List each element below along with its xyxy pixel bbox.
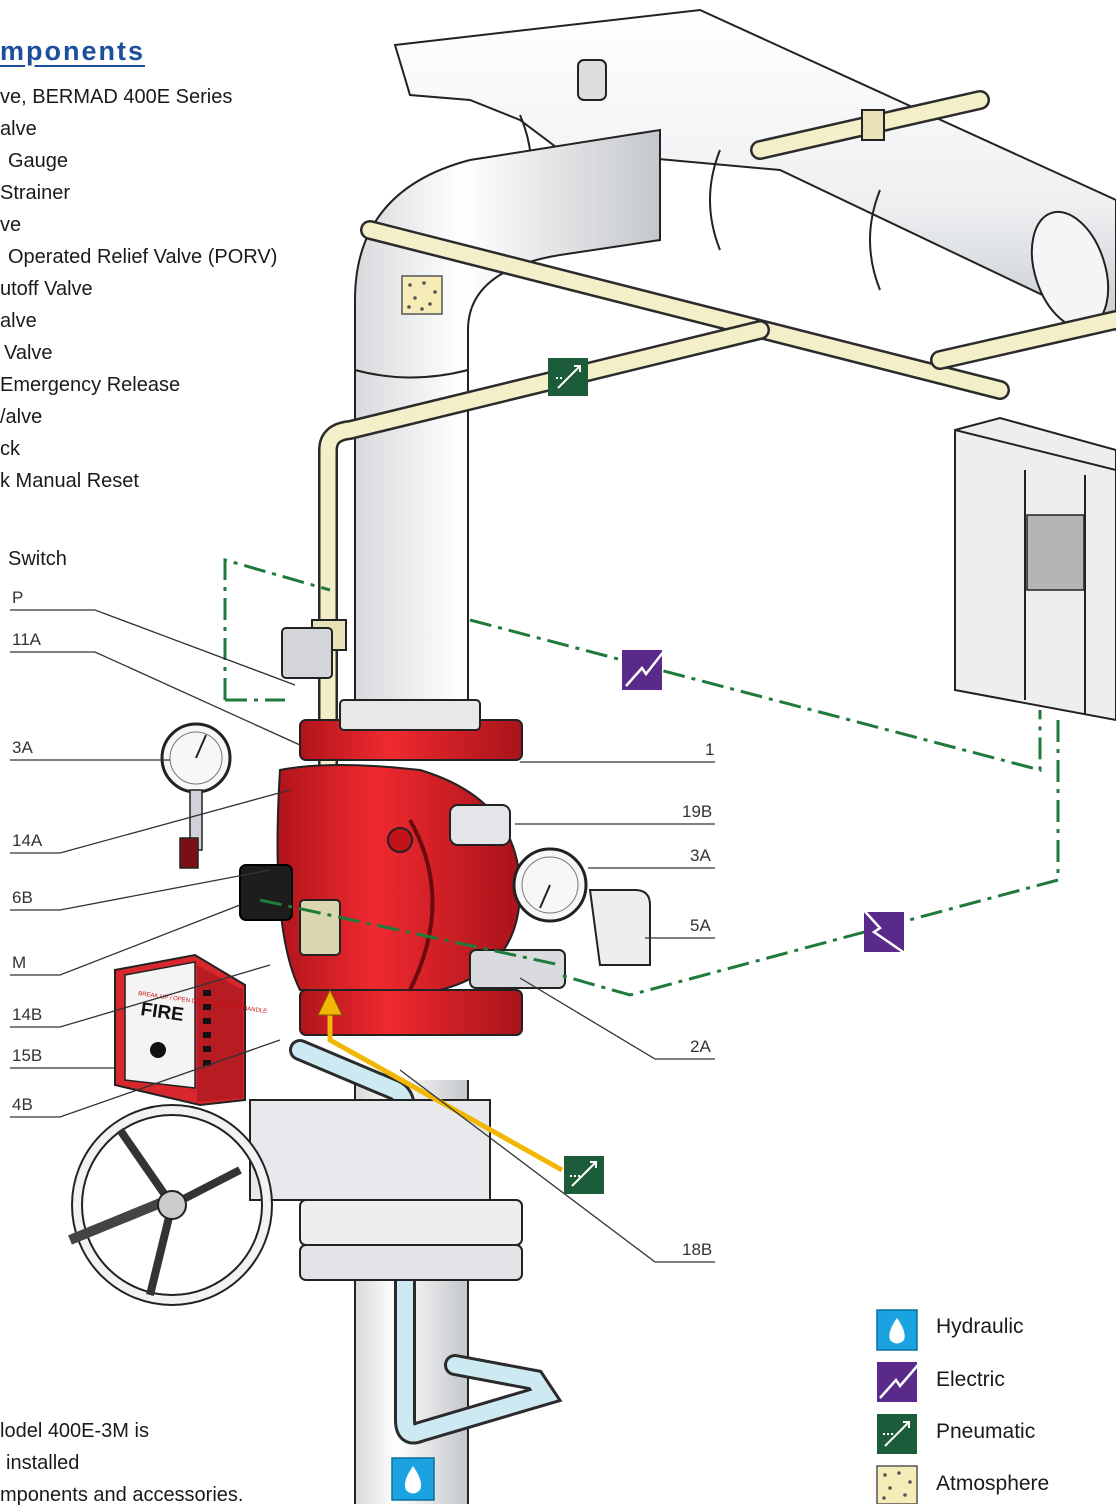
note-line: lodel 400E-3M is	[0, 1420, 149, 1442]
control-panel	[954, 416, 1116, 722]
components-heading: mponents	[0, 36, 146, 66]
component-item: utoff Valve	[0, 278, 93, 300]
cream-tubing	[311, 90, 1116, 970]
component-item: alve	[0, 310, 37, 332]
callout-label: 11A	[12, 630, 41, 649]
callout-label: 15B	[12, 1046, 43, 1065]
callout-label: P	[12, 588, 24, 607]
component-item: Operated Relief Valve (PORV)	[8, 246, 278, 268]
callout-label: 3A	[690, 846, 711, 865]
electric-badge-top	[622, 645, 669, 690]
component-item: Valve	[4, 342, 53, 364]
callout-label: 5A	[690, 916, 711, 935]
signal-lines	[223, 558, 1060, 997]
callout-label: 2A	[690, 1037, 711, 1056]
note-line: mponents and accessories.	[0, 1484, 244, 1506]
legend-icons	[876, 1309, 925, 1504]
pressure-gauge-right	[512, 847, 651, 966]
component-item: ve, BERMAD 400E Series	[0, 86, 233, 108]
component-item: Strainer	[0, 182, 71, 204]
callout-label: 6B	[12, 888, 33, 907]
electric-badge-right	[859, 905, 907, 956]
hydraulic-badge-bottom	[391, 1457, 435, 1501]
component-item: alve	[0, 118, 37, 140]
porv-valve	[281, 627, 566, 989]
component-item: ve	[0, 214, 22, 236]
solenoid-valve	[179, 837, 293, 921]
callout-label: 18B	[682, 1240, 713, 1259]
note-line: installed	[6, 1452, 80, 1474]
legend-label-hydraulic: Hydraulic	[936, 1315, 1024, 1338]
pneumatic-badge-bottom	[564, 1156, 604, 1194]
atmosphere-badge-top	[401, 275, 443, 315]
manual-release-box: FIRE BREAK UP / OPEN DOOR AND TURN HANDL…	[114, 953, 267, 1107]
pressure-flow-arrow	[317, 988, 564, 1173]
lightning-arrow-icon	[877, 1357, 925, 1402]
leader-lines	[10, 609, 715, 1263]
legend-label-atmosphere: Atmosphere	[936, 1472, 1050, 1495]
pneumatic-badge-top	[548, 358, 588, 396]
callout-label: 1	[705, 740, 715, 759]
component-item: k Manual Reset	[0, 470, 139, 492]
component-item: Switch	[8, 548, 67, 570]
callout-label: M	[12, 953, 27, 972]
isolation-valve	[68, 1099, 523, 1306]
component-item: Emergency Release	[0, 374, 181, 396]
legend-label-electric: Electric	[936, 1368, 1005, 1391]
dots-icon	[876, 1465, 918, 1504]
air-arrows-icon	[877, 1414, 917, 1454]
hydraulic-tubing	[289, 1039, 563, 1445]
callout-label: 3A	[12, 738, 33, 757]
callout-label: 19B	[682, 802, 713, 821]
pressure-gauge-left	[160, 722, 232, 851]
callout-label: 14A	[12, 831, 43, 850]
callout-label: 14B	[12, 1005, 43, 1024]
component-item: ck	[0, 438, 20, 460]
water-drop-icon	[876, 1309, 918, 1351]
component-item: /alve	[0, 406, 43, 428]
component-item: Gauge	[8, 150, 69, 172]
legend-label-pneumatic: Pneumatic	[936, 1420, 1036, 1443]
callout-label: 4B	[12, 1095, 33, 1114]
